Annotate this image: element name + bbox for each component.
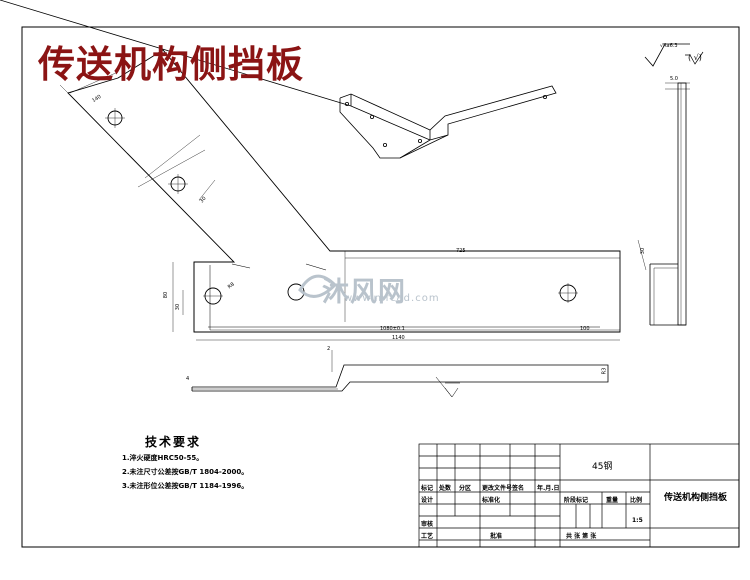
drawing-title: 传送机构侧挡板 (38, 42, 304, 86)
dim-100: 100 (580, 326, 590, 332)
tech-item-3: 3.未注形位公差按GB/T 1184-1996。 (122, 482, 249, 490)
front-view (191, 350, 609, 398)
tb-process: 工艺 (421, 533, 434, 540)
dim-1080: 1080±0.1 (380, 326, 405, 332)
tb-sheets: 共 张 第 张 (566, 533, 597, 540)
watermark-logo (298, 274, 338, 298)
tb-standard: 标准化 (482, 497, 501, 504)
tb-sign: 签名 (512, 485, 525, 492)
dim-thick: 5.0 (670, 76, 678, 82)
tb-design: 设计 (421, 497, 434, 504)
roughness-value: √Ra6.3 (660, 43, 678, 49)
tb-weight: 重量 (606, 497, 619, 504)
dim-80: 80 (163, 291, 170, 299)
tb-scale: 比例 (630, 497, 643, 504)
dim-front2: 4 (186, 376, 190, 382)
tb-scale-value: 1:5 (632, 517, 643, 524)
tb-docno: 更改文件号 (482, 485, 513, 492)
tb-date: 年.月.日 (537, 485, 560, 492)
dim-front: 2 (327, 346, 331, 352)
watermark-text: 沐风网 (322, 277, 406, 308)
dim-1140: 1140 (392, 335, 405, 341)
side-view (637, 82, 690, 326)
tech-requirements-title: 技术要求 (145, 435, 202, 449)
dim-30: 30 (175, 303, 182, 311)
tb-review: 审核 (421, 521, 434, 528)
material: 45钢 (592, 462, 613, 472)
roughness-symbol (644, 43, 704, 67)
plan-view (59, 49, 621, 341)
roughness-other: ( √) (688, 53, 702, 62)
isometric-view (0, 0, 557, 159)
drawing-border (21, 26, 740, 548)
part-name: 传送机构侧挡板 (664, 493, 728, 503)
tech-item-2: 2.未注尺寸公差按GB/T 1804-2000。 (122, 468, 249, 476)
dim-side: 30 (640, 247, 647, 255)
tb-zone: 分区 (459, 485, 472, 492)
plan-outline (67, 49, 621, 333)
watermark-url: www.mfcad.com (344, 293, 440, 304)
tb-approve: 批准 (490, 533, 503, 540)
tb-mark: 标记 (421, 485, 434, 492)
title-block (418, 443, 740, 548)
tb-count: 处数 (439, 485, 452, 492)
tech-item-1: 1.淬火硬度HRC50-55。 (122, 454, 204, 462)
tb-stage: 阶段标记 (564, 497, 589, 504)
dim-725: 725 (456, 248, 466, 254)
dim-end: R3 (601, 367, 608, 375)
